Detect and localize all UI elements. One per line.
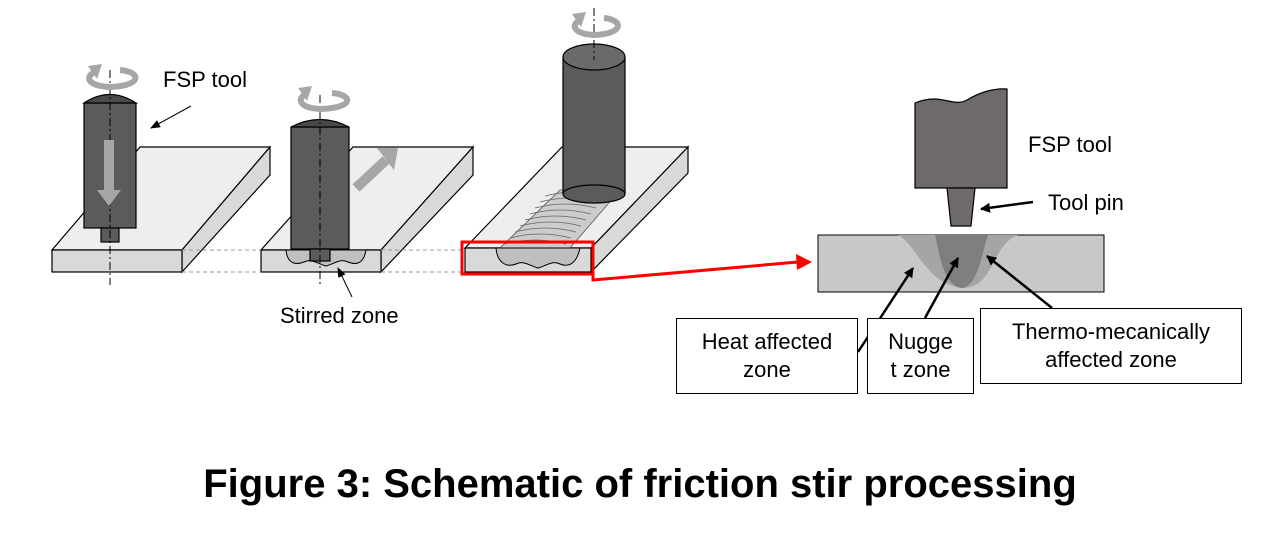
stage-2-traverse [259, 86, 475, 298]
cross-section-detail [817, 88, 1105, 353]
nugget-zone-text: Nugge t zone [888, 329, 953, 382]
stirred-zone-label: Stirred zone [280, 303, 399, 328]
tmaz-text: Thermo-mecanically affected zone [1011, 319, 1211, 372]
rotation-arrow-icon-2 [297, 86, 351, 113]
guide-lines [182, 249, 462, 273]
nugget-pointer [923, 257, 960, 319]
stirred-zone-shape-3 [495, 247, 581, 269]
tmaz-pointer [986, 255, 1053, 309]
rotation-arrow-icon-1 [86, 64, 139, 91]
fsp-tool-pointer [150, 105, 192, 129]
stirred-zone-pointer [337, 267, 353, 298]
heat-affected-zone-label: Heat affected zone [676, 318, 858, 394]
fsp-tool-left-label: FSP tool [163, 67, 247, 92]
figure-caption: Figure 3: Schematic of friction stir pro… [203, 462, 1077, 506]
rotation-arrow-icon-3 [571, 12, 621, 39]
down-arrow-icon [97, 140, 121, 206]
stage-3-processed [460, 8, 690, 276]
traverse-arrow-icon [352, 148, 398, 192]
tool-pin-pointer [980, 200, 1034, 213]
nugget-zone-label: Nugge t zone [867, 318, 974, 394]
fsp-tool-right [914, 88, 1008, 227]
tmaz-label: Thermo-mecanically affected zone [980, 308, 1242, 384]
red-connector-arrow [591, 254, 812, 282]
heat-affected-zone-text: Heat affected zone [701, 329, 833, 382]
tool-pin-label: Tool pin [1048, 190, 1124, 215]
fsp-tool-right-label: FSP tool [1028, 132, 1112, 157]
cross-section-highlight [460, 240, 595, 276]
fsp-tool-3 [562, 43, 626, 204]
stage-1-plunge [50, 64, 272, 285]
